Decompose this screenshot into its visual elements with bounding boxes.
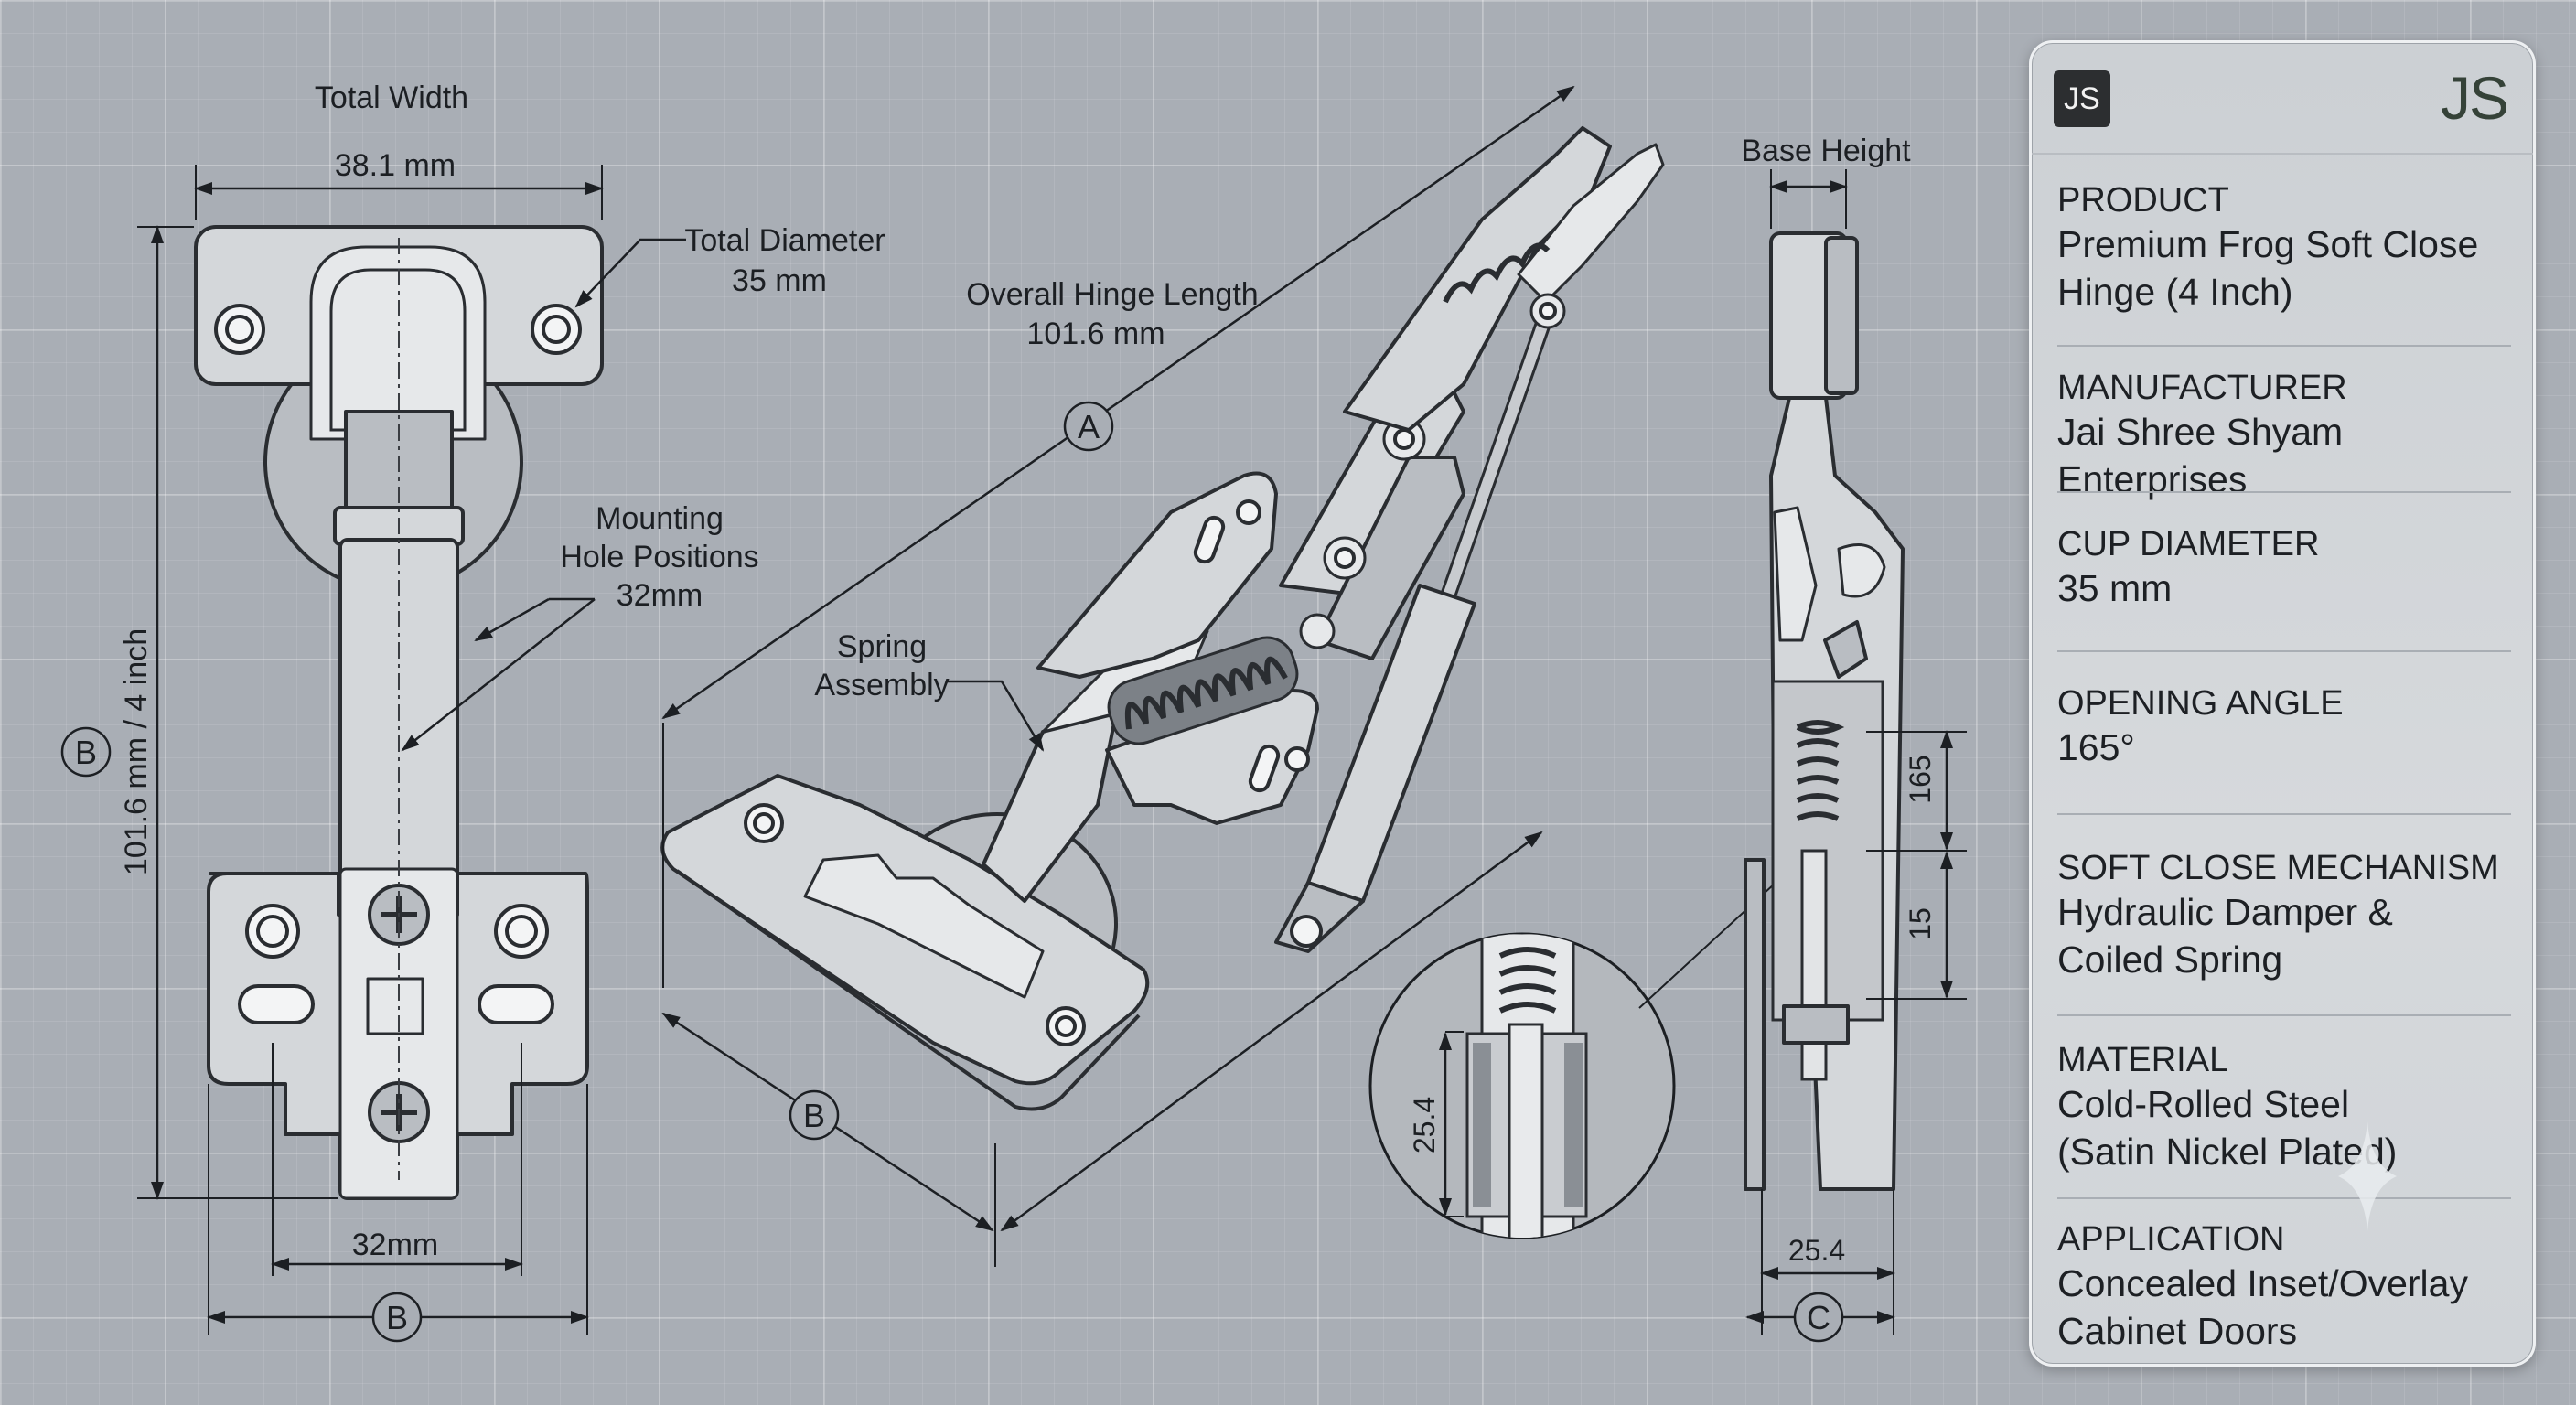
spec-opening-angle: OPENING ANGLE 165° <box>2057 683 2515 771</box>
marker-b-bottom <box>371 1292 423 1343</box>
total-diameter-value: 35 mm <box>732 263 827 298</box>
spec-label: PRODUCT <box>2057 181 2229 220</box>
spec-label: MANUFACTURER <box>2057 369 2347 407</box>
marker-a-label: A <box>1078 408 1100 445</box>
marker-b-iso <box>789 1089 840 1141</box>
spec-soft-close: SOFT CLOSE MECHANISM Hydraulic Damper & … <box>2057 848 2515 983</box>
detail-25-4: 25.4 <box>1408 1097 1441 1153</box>
spec-label: SOFT CLOSE MECHANISM <box>2057 849 2499 887</box>
spec-divider <box>2057 1014 2511 1016</box>
height-dimension: 101.6 mm / 4 inch <box>119 628 154 875</box>
spec-value-line: Cold-Rolled Steel <box>2057 1083 2350 1125</box>
marker-b-bottom-label: B <box>386 1299 408 1336</box>
spec-divider <box>2057 345 2511 347</box>
spec-value-line: (Satin Nickel Plated) <box>2057 1131 2398 1173</box>
panel-header: JS JS <box>2032 43 2533 155</box>
bottom-32mm: 32mm <box>352 1228 438 1262</box>
logo-wordmark: JS <box>2440 64 2509 132</box>
mounting-label-line2: Hole Positions <box>560 540 758 574</box>
spec-divider <box>2057 491 2511 493</box>
isometric-dimensions <box>661 85 1575 1267</box>
spec-cup-diameter: CUP DIAMETER 35 mm <box>2057 524 2515 612</box>
marker-c <box>1793 1292 1844 1343</box>
damper-detail-view <box>1368 841 1821 1239</box>
spec-value-line: Coiled Spring <box>2057 938 2283 981</box>
marker-a <box>1063 401 1114 452</box>
spec-value-line: Hydraulic Damper & <box>2057 891 2393 933</box>
front-view-dimensions <box>60 165 686 1343</box>
spec-divider <box>2057 1197 2511 1199</box>
spec-value-line: 35 mm <box>2057 567 2173 609</box>
front-view-hinge <box>194 225 604 1200</box>
spec-value-line: 165° <box>2057 726 2135 768</box>
spring-label-line2: Assembly <box>814 668 949 702</box>
side-view-dimensions <box>1745 169 1967 1343</box>
spec-divider <box>2057 813 2511 815</box>
spec-value-line: Cabinet Doors <box>2057 1310 2298 1352</box>
marker-c-label: C <box>1807 1299 1830 1336</box>
spec-manufacturer: MANUFACTURER Jai Shree Shyam Enterprises <box>2057 368 2515 503</box>
spec-panel: JS JS PRODUCT Premium Frog Soft Close Hi… <box>2029 40 2536 1367</box>
mounting-label-line1: Mounting <box>596 501 724 536</box>
overall-length-value: 101.6 mm <box>1026 316 1165 351</box>
total-width-title: Total Width <box>315 80 468 115</box>
spec-label: MATERIAL <box>2057 1041 2229 1079</box>
total-diameter-title: Total Diameter <box>684 223 885 258</box>
spec-value-line: Hinge (4 Inch) <box>2057 271 2293 313</box>
marker-b-left <box>60 726 112 778</box>
sparkle-icon <box>2338 1121 2397 1231</box>
base-height-label: Base Height <box>1741 134 1911 168</box>
spec-label: APPLICATION <box>2057 1220 2285 1259</box>
overall-length-title: Overall Hinge Length <box>966 277 1258 312</box>
mounting-value: 32mm <box>617 578 703 613</box>
spec-label: OPENING ANGLE <box>2057 684 2344 723</box>
dim-15: 15 <box>1904 907 1937 940</box>
spec-label: CUP DIAMETER <box>2057 525 2320 563</box>
spec-value-line: Premium Frog Soft Close <box>2057 223 2479 265</box>
spec-divider <box>2057 650 2511 652</box>
spec-application: APPLICATION Concealed Inset/Overlay Cabi… <box>2057 1219 2515 1355</box>
spec-value-line: Jai Shree Shyam Enterprises <box>2057 411 2344 500</box>
side-view-hinge <box>1744 231 1905 1191</box>
total-width-value: 38.1 mm <box>335 148 456 183</box>
dim-25-4-bottom: 25.4 <box>1788 1234 1845 1267</box>
spec-material: MATERIAL Cold-Rolled Steel (Satin Nickel… <box>2057 1040 2515 1175</box>
spec-value-line: Concealed Inset/Overlay <box>2057 1262 2468 1304</box>
marker-b-left-label: B <box>75 734 97 771</box>
spring-label-line1: Spring <box>837 629 927 664</box>
marker-b-iso-label: B <box>803 1097 825 1134</box>
spec-product: PRODUCT Premium Frog Soft Close Hinge (4… <box>2057 180 2515 316</box>
logo-badge: JS <box>2054 70 2110 127</box>
dim-165: 165 <box>1904 755 1937 803</box>
